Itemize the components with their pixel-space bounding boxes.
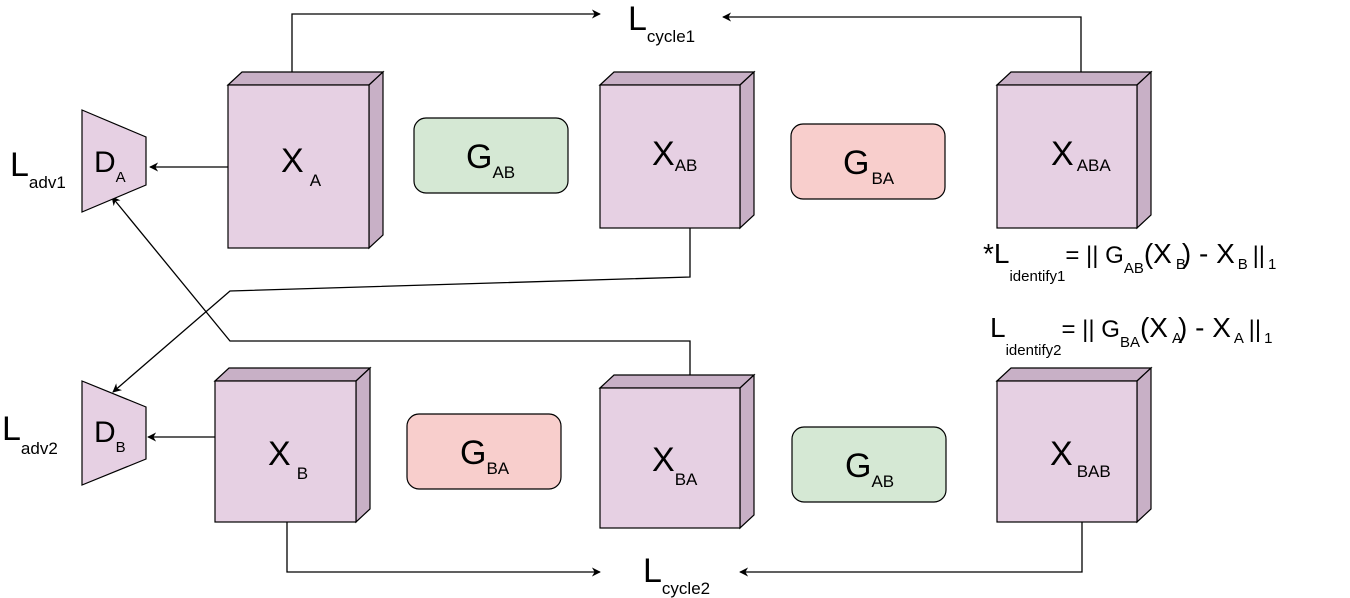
label-loss-adv1: Ladv1 xyxy=(10,146,66,192)
label-xba: XBA xyxy=(652,441,698,489)
cycle2-arrow-from-xb xyxy=(286,522,601,577)
xab-to-db-arrow xyxy=(112,227,691,393)
label-generator-bottom-ba: GBA xyxy=(460,434,510,478)
cycle2-arrow-from-xbab xyxy=(739,522,1083,577)
discriminator-b xyxy=(81,380,147,486)
label-xab: XAB xyxy=(652,135,698,175)
block-xba xyxy=(598,373,756,530)
block-xaba xyxy=(995,70,1153,230)
generator-top-ab xyxy=(413,117,569,194)
label-xb: XB xyxy=(268,435,309,483)
label-loss-cycle2: Lcycle2 xyxy=(643,552,711,598)
label-discriminator-b: DB xyxy=(94,416,126,456)
label-xa: XA xyxy=(281,142,322,190)
generator-bottom-ab xyxy=(791,426,947,503)
xba-to-da-arrow xyxy=(111,196,691,379)
discriminator-a xyxy=(81,109,147,213)
label-generator-bottom-ab: GAB xyxy=(845,447,895,491)
block-xbab xyxy=(995,366,1153,524)
label-loss-cycle1: Lcycle1 xyxy=(628,0,696,46)
cycle1-arrow-from-xa xyxy=(291,9,601,72)
generator-bottom-ba xyxy=(406,413,562,490)
label-generator-top-ab: GAB xyxy=(466,138,516,182)
label-discriminator-a: DA xyxy=(94,146,126,186)
block-xab xyxy=(598,70,756,230)
cycle1-arrow-from-xaba xyxy=(722,12,1082,72)
generator-top-ba xyxy=(790,123,946,200)
label-loss-adv2: Ladv2 xyxy=(2,410,58,458)
block-xa xyxy=(226,70,385,250)
block-xb xyxy=(213,366,372,524)
